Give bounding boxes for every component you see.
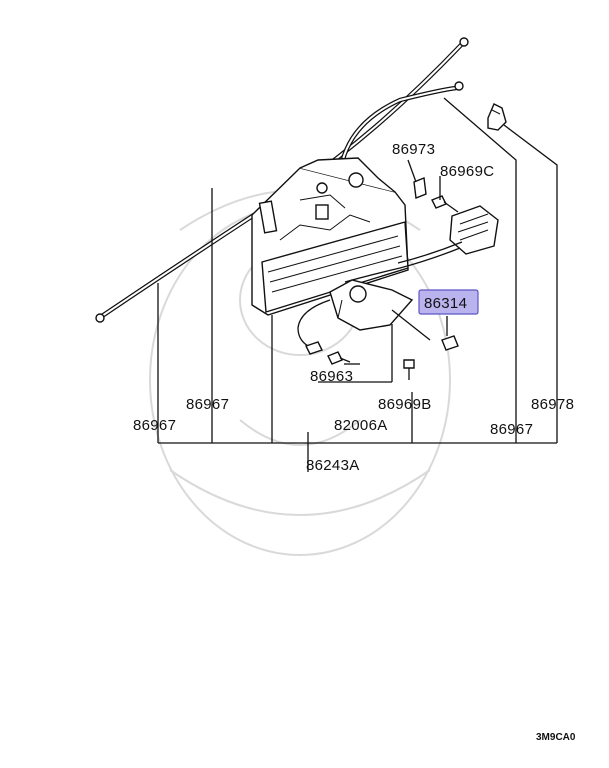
label-86969c[interactable]: 86969C <box>440 163 494 180</box>
highlight-box <box>418 289 479 315</box>
label-86963[interactable]: 86963 <box>310 368 353 385</box>
label-86967-mid[interactable]: 86967 <box>186 396 229 413</box>
label-86243a[interactable]: 86243A <box>306 457 360 474</box>
label-86967-right[interactable]: 86967 <box>490 421 533 438</box>
clip-86973 <box>413 177 427 199</box>
label-86969b[interactable]: 86969B <box>378 396 432 413</box>
connector-harness <box>344 205 499 283</box>
screw-86963 <box>327 351 351 365</box>
holder-clip-86978 <box>487 103 507 131</box>
label-86978[interactable]: 86978 <box>531 396 574 413</box>
screw-86969c <box>431 195 459 213</box>
label-82006a[interactable]: 82006A <box>334 417 388 434</box>
heater-control-panel <box>251 157 409 316</box>
leader-lines <box>157 97 558 472</box>
label-86314[interactable]: 86314 <box>424 295 467 312</box>
diagram-code: 3M9CA0 <box>536 732 576 743</box>
control-cable-right <box>337 81 464 178</box>
label-86967-left[interactable]: 86967 <box>133 417 176 434</box>
actuator-motor-86314 <box>297 279 459 355</box>
label-86973[interactable]: 86973 <box>392 141 435 158</box>
screw-86969b <box>403 359 415 380</box>
